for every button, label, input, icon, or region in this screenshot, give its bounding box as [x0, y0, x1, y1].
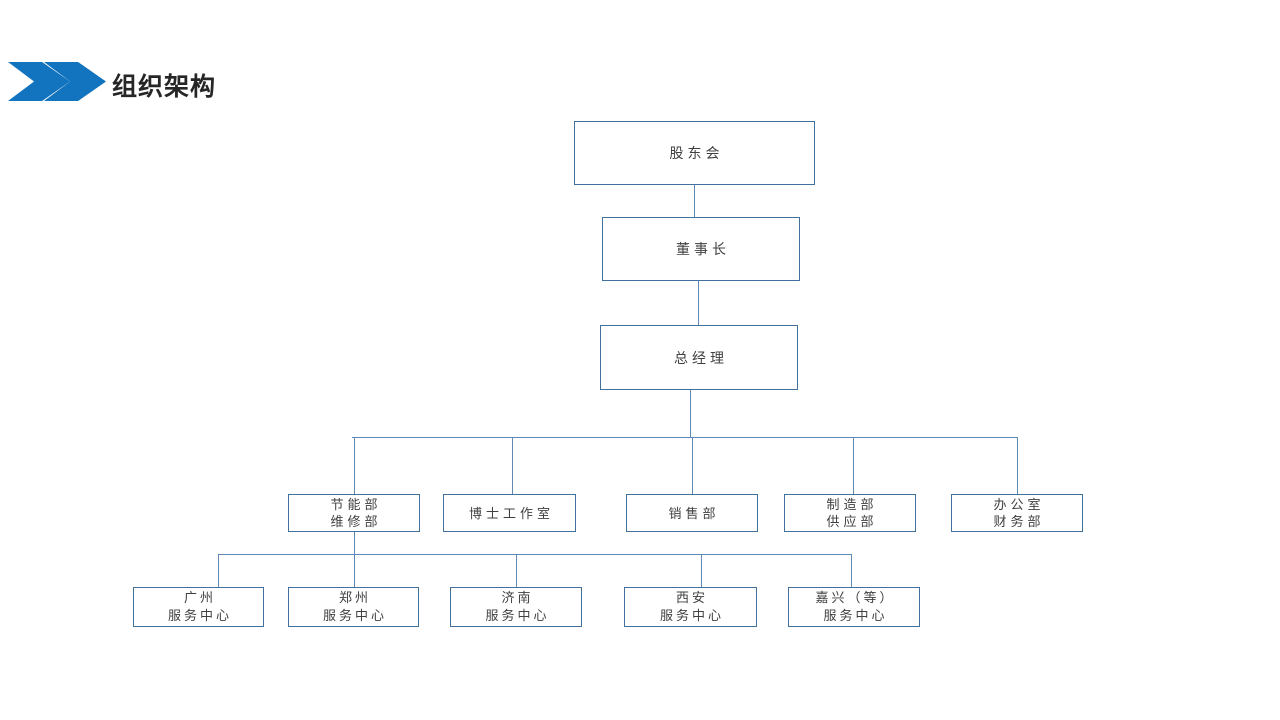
org-node-office-finance-dept: 办公室 财务部 — [951, 494, 1083, 532]
org-node-label: 财务部 — [993, 514, 1045, 529]
org-node-label: 销售部 — [668, 505, 720, 521]
org-node-guangzhou-service-center: 广州 服务中心 — [133, 587, 264, 627]
connector-line — [853, 437, 854, 494]
org-node-sales-dept: 销售部 — [626, 494, 758, 532]
connector-line — [218, 554, 851, 555]
connector-line — [354, 554, 355, 587]
connector-line — [851, 554, 852, 587]
connector-line — [1017, 437, 1018, 494]
org-node-chairman: 董事长 — [602, 217, 800, 281]
org-node-label: 服务中心 — [659, 608, 724, 623]
org-node-label: 济南 — [501, 590, 534, 605]
org-node-jiaxing-service-center: 嘉兴（等） 服务中心 — [788, 587, 920, 627]
connector-line — [694, 185, 695, 217]
connector-line — [690, 390, 691, 437]
connector-line — [354, 437, 355, 494]
org-node-label: 董事长 — [676, 241, 730, 257]
connector-line — [354, 532, 355, 554]
org-node-label: 服务中心 — [823, 608, 888, 623]
org-node-label: 嘉兴（等） — [815, 590, 896, 605]
org-node-label: 供应部 — [826, 514, 878, 529]
page-title: 组织架构 — [112, 73, 217, 101]
org-node-label: 股东会 — [669, 145, 724, 161]
org-node-doctor-studio: 博士工作室 — [443, 494, 576, 532]
connector-line — [352, 437, 1018, 438]
org-node-label: 服务中心 — [485, 608, 550, 623]
connector-line — [698, 281, 699, 325]
org-node-label: 广州 — [183, 590, 216, 605]
org-node-jinan-service-center: 济南 服务中心 — [450, 587, 582, 627]
org-node-label: 博士工作室 — [468, 505, 554, 521]
org-node-energy-maintenance-dept: 节能部 维修部 — [288, 494, 420, 532]
org-node-label: 节能部 — [330, 497, 382, 512]
org-node-label: 服务中心 — [322, 608, 387, 623]
connector-line — [692, 437, 693, 494]
org-node-shareholders-meeting: 股东会 — [574, 121, 815, 185]
connector-line — [516, 554, 517, 587]
org-node-label: 制造部 — [826, 497, 878, 512]
org-node-label: 服务中心 — [167, 608, 232, 623]
org-node-zhengzhou-service-center: 郑州 服务中心 — [288, 587, 419, 627]
org-node-xian-service-center: 西安 服务中心 — [624, 587, 757, 627]
org-node-label: 办公室 — [993, 497, 1045, 512]
org-node-manufacturing-supply-dept: 制造部 供应部 — [784, 494, 916, 532]
connector-line — [512, 437, 513, 494]
connector-line — [701, 554, 702, 587]
org-node-label: 总经理 — [674, 349, 728, 366]
org-node-label: 郑州 — [338, 590, 371, 605]
connector-line — [218, 554, 219, 587]
org-node-label: 西安 — [675, 590, 708, 605]
org-node-general-manager: 总经理 — [600, 325, 798, 390]
org-node-label: 维修部 — [330, 514, 382, 529]
